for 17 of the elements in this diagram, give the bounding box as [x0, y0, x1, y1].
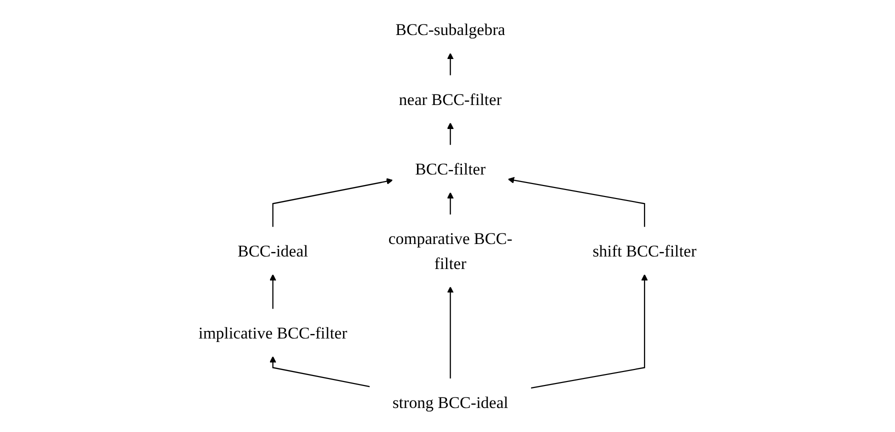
node-text: BCC-ideal: [238, 241, 308, 260]
node-text: near BCC-filter: [398, 90, 502, 109]
arrow: [447, 122, 454, 146]
node-text: implicative BCC-filter: [198, 323, 348, 342]
node-text: BCC-subalgebra: [395, 20, 506, 39]
arrow: [447, 52, 454, 76]
node-text: BCC-filter: [415, 159, 486, 178]
arrow: [508, 176, 646, 228]
node-text: comparative BCC-filter: [388, 229, 512, 273]
arrow: [530, 274, 648, 389]
arrow: [272, 178, 393, 228]
node-text: shift BCC-filter: [592, 241, 696, 260]
arrow: [270, 356, 370, 388]
node-text: strong BCC-ideal: [392, 393, 508, 412]
arrow: [270, 274, 276, 310]
arrow: [447, 192, 454, 215]
arrow: [447, 286, 454, 379]
